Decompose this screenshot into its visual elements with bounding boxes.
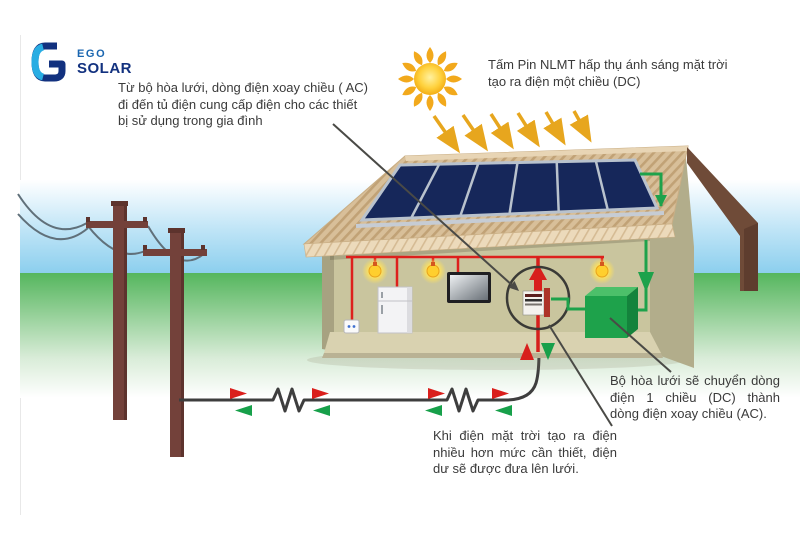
solar-panel-array-icon: [355, 158, 667, 228]
logo-text-ego: EGO: [77, 48, 107, 60]
mounting-rail: [355, 211, 665, 228]
left-wall-edge: [322, 252, 334, 351]
bulb-icon: [589, 258, 615, 284]
logo-text-solar: SOLAR: [77, 60, 132, 77]
utility-poles-icon: [17, 193, 207, 457]
callout-line: nhiều hơn mức cần thiết, điện: [433, 444, 617, 460]
grid-tie-inverter-icon: [585, 287, 638, 338]
house-interior: [343, 255, 615, 352]
callout-line: dòng điện xoay chiều (AC).: [610, 406, 767, 421]
pole-2-cap: [168, 228, 185, 233]
callout-line: dư sẽ được đưa lên lưới.: [433, 461, 579, 476]
meter-stripe: [525, 303, 542, 306]
leader-arrowhead: [508, 281, 519, 291]
interior-floor: [324, 332, 661, 353]
pole-1-cap: [111, 201, 128, 206]
callout-line: Khi điện mặt trời tạo ra điện: [433, 428, 617, 443]
callout-line: bị sử dụng trong gia đình: [118, 113, 263, 128]
wall-outlet-icon: [343, 319, 360, 334]
sun-icon: [398, 47, 462, 111]
down-arrow-green: [638, 272, 654, 292]
pole-1-crossarm: [86, 221, 148, 228]
callout-inverter-conversion: Bộ hòa lưới sẽ chuyển dòng điện 1 chiều …: [610, 373, 780, 423]
pole-1: [113, 205, 126, 420]
callout-leader-lines: [332, 123, 672, 427]
pole-2-shade: [181, 232, 184, 457]
pole-2-crossarm: [143, 249, 207, 256]
meter-terminal: [544, 288, 550, 317]
export-arrow-green: [541, 343, 555, 360]
inverter-to-meter-wire: [551, 297, 586, 311]
chimney-icon: [687, 147, 758, 291]
red-up-arrow: [529, 264, 547, 292]
electric-meter: [505, 264, 571, 360]
ridge-cap: [405, 146, 689, 161]
insulator: [86, 217, 90, 222]
leader-to-inverter-note: [609, 317, 672, 373]
sun-rays-to-roof: [432, 110, 592, 154]
import-arrow-red: [520, 343, 534, 360]
ac-flow-arrows-red: [230, 388, 509, 399]
bulb-icon: [420, 258, 446, 284]
meter-stripe: [525, 294, 542, 297]
pole-1-shade: [124, 205, 127, 420]
grid-power-line: [179, 351, 541, 413]
chimney-shade: [744, 223, 758, 291]
insulator: [143, 245, 147, 250]
bulb-icon: [362, 258, 388, 284]
callout-line: Từ bộ hòa lưới, dòng điện xoay chiều ( A…: [118, 80, 368, 95]
callout-line: Bộ hòa lưới sẽ chuyển dòng: [610, 373, 780, 388]
floor-front-edge: [322, 353, 663, 358]
insulator: [201, 245, 205, 250]
callout-line: tạo ra điện một chiều (DC): [488, 73, 641, 89]
eave-fascia: [303, 223, 676, 258]
panel-dividers: [410, 160, 610, 219]
leader-to-excess-note: [548, 324, 613, 427]
brand-logo: EGO SOLAR: [31, 42, 132, 82]
callout-excess-to-grid: Khi điện mặt trời tạo ra điện nhiều hơn …: [433, 428, 617, 478]
callout-line: đi đến tủ điện cung cấp điện cho các thi…: [118, 96, 358, 112]
right-wall: [650, 157, 694, 368]
down-arrow-green: [655, 195, 667, 207]
callout-ac-to-loads: Từ bộ hòa lưới, dòng điện xoay chiều ( A…: [118, 80, 368, 130]
callout-panel-dc: Tấm Pin NLMT hấp thụ ánh sáng mặt trời t…: [488, 57, 728, 90]
meter-stripe: [525, 299, 542, 302]
callout-line: điện 1 chiều (DC) thành: [610, 389, 780, 405]
light-bulbs: [362, 258, 615, 284]
insulator: [143, 217, 147, 222]
refrigerator-icon: [377, 286, 413, 334]
tv-icon: [447, 272, 491, 303]
ego-solar-logo-icon: [31, 42, 66, 82]
callout-line: Tấm Pin NLMT hấp thụ ánh sáng mặt trời: [488, 57, 728, 72]
leader-to-meter: [332, 123, 514, 287]
grid-return-arrows-green: [235, 405, 512, 416]
